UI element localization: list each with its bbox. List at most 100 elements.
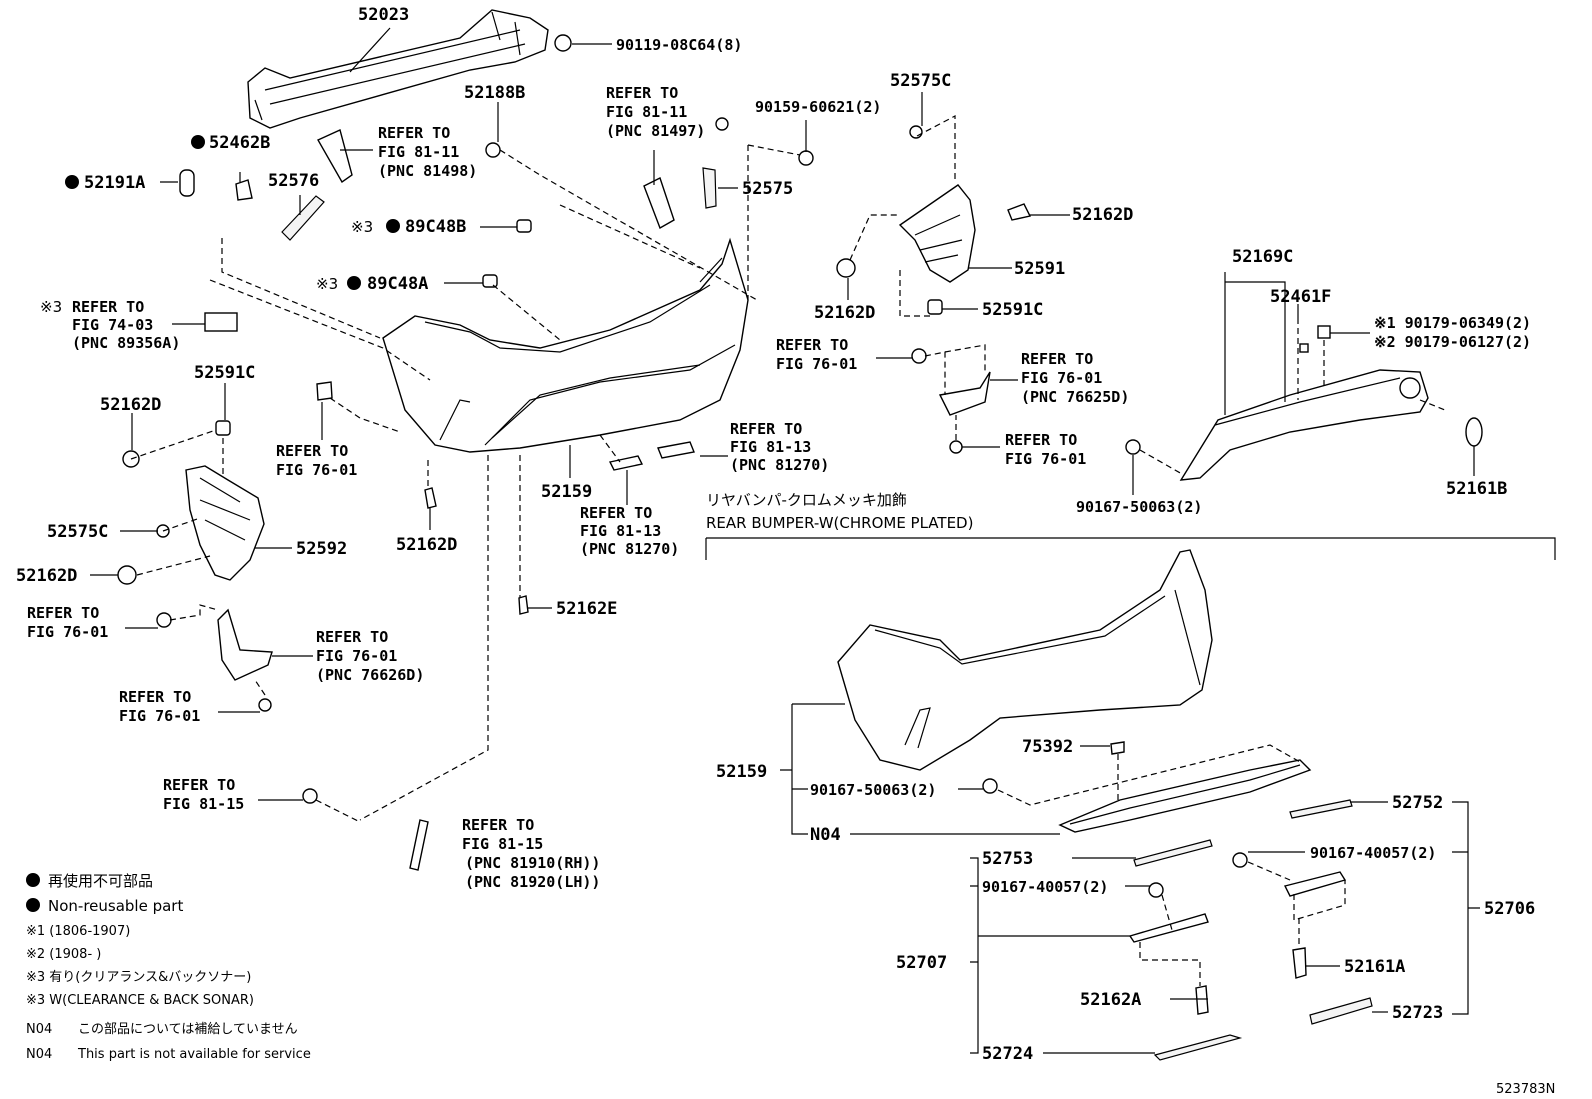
side-support-right-drawing — [1179, 325, 1483, 481]
label-89C48B: 89C48B — [405, 217, 466, 237]
label-89C48A: 89C48A — [367, 274, 428, 294]
ref-7601-r2-line1: REFER TO — [1005, 431, 1077, 449]
label-52576: 52576 — [268, 171, 319, 191]
label-52591C-r: 52591C — [982, 300, 1043, 320]
legend-dot-en — [26, 898, 40, 912]
ref-7601-r1-line2: FIG 76-01 — [776, 355, 857, 373]
label-52591C-l: 52591C — [194, 363, 255, 383]
part-labels: 52023 90119-08C64(8) 52188B 52462B 52191… — [16, 5, 1555, 1097]
ref-7601-b-line1: REFER TO — [27, 604, 99, 622]
label-52162D-c: 52162D — [396, 535, 457, 555]
label-52188B: 52188B — [464, 83, 525, 103]
ref-81497-line1: REFER TO — [606, 84, 678, 102]
legend-n04-code-jp: N04 — [26, 1022, 52, 1037]
ref-81270-b-line3: (PNC 81270) — [580, 540, 679, 558]
legend: 再使用不可部品 Non-reusable part ※1 (1806-1907)… — [26, 872, 311, 1062]
label-52162E: 52162E — [556, 599, 617, 619]
label-52023: 52023 — [358, 5, 409, 25]
ref-76625D-line2: FIG 76-01 — [1021, 369, 1102, 387]
non-reusable-dot — [191, 135, 205, 149]
ref-81270-a-line3: (PNC 81270) — [730, 456, 829, 474]
chrome-bumper-drawing — [837, 549, 1213, 771]
label-52575: 52575 — [742, 179, 793, 199]
ref-89356A-line1: REFER TO — [72, 298, 144, 316]
label-52162D-l2: 52162D — [16, 566, 77, 586]
legend-note-1: ※1 (1806-1907) — [26, 924, 130, 939]
leader-lines — [90, 27, 1556, 1054]
label-52575C-top: 52575C — [890, 71, 951, 91]
label-75392: 75392 — [1022, 737, 1073, 757]
ref-7601-b-line2: FIG 76-01 — [27, 623, 108, 641]
ref-8115-b-line4: (PNC 81920(LH)) — [465, 873, 600, 891]
ref-81498-line3: (PNC 81498) — [378, 162, 477, 180]
ref-8115-a-line1: REFER TO — [163, 776, 235, 794]
label-52162D-r1: 52162D — [1072, 205, 1133, 225]
ref-89356A-line2: FIG 74-03 — [72, 316, 153, 334]
non-reusable-dot — [386, 219, 400, 233]
label-52191A: 52191A — [84, 173, 145, 193]
label-52169C: 52169C — [1232, 247, 1293, 267]
label-52461F: 52461F — [1270, 287, 1331, 307]
ref-76626D-line1: REFER TO — [316, 628, 388, 646]
mark-3-89C48B: ※3 — [351, 218, 373, 236]
ref-81270-b-line2: FIG 81-13 — [580, 522, 661, 540]
ref-81270-a-line1: REFER TO — [730, 420, 802, 438]
label-52591: 52591 — [1014, 259, 1065, 279]
ref-89356A-line3: (PNC 89356A) — [72, 334, 180, 352]
label-52707: 52707 — [896, 953, 947, 973]
label-52706: 52706 — [1484, 899, 1535, 919]
label-52161B: 52161B — [1446, 479, 1507, 499]
ref-89356A-mark: ※3 — [40, 298, 62, 316]
ref-7601-a-line2: FIG 76-01 — [276, 461, 357, 479]
label-52159-top: 52159 — [541, 482, 592, 502]
small-parts-top-left — [179, 34, 572, 332]
ref-76626D-line3: (PNC 76626D) — [316, 666, 424, 684]
ref-76625D-line1: REFER TO — [1021, 350, 1093, 368]
label-52753: 52753 — [982, 849, 1033, 869]
ref-7601-r1-line1: REFER TO — [776, 336, 848, 354]
diagram-id: 523783N — [1496, 1082, 1555, 1097]
label-52162D-r2: 52162D — [814, 303, 875, 323]
label-90119: 90119-08C64(8) — [616, 36, 742, 54]
legend-n04-en: This part is not available for service — [77, 1047, 311, 1062]
ref-8115-a-line2: FIG 81-15 — [163, 795, 244, 813]
label-90167-40057-b: 90167-40057(2) — [982, 878, 1108, 896]
legend-nonreuse-en: Non-reusable part — [48, 897, 183, 915]
non-reusable-markers — [26, 135, 400, 912]
label-52724: 52724 — [982, 1044, 1033, 1064]
section-title-jp: リヤバンパ-クロムメッキ加飾 — [706, 491, 907, 509]
non-reusable-dot — [65, 175, 79, 189]
left-mudguard-drawing — [117, 381, 695, 871]
label-52162D-l1: 52162D — [100, 395, 161, 415]
legend-note-3-en: ※3 W(CLEARANCE & BACK SONAR) — [26, 993, 254, 1008]
ref-76625D-line3: (PNC 76625D) — [1021, 388, 1129, 406]
legend-note-2: ※2 (1908- ) — [26, 947, 101, 962]
legend-n04-code-en: N04 — [26, 1047, 52, 1062]
ref-76626D-line2: FIG 76-01 — [316, 647, 397, 665]
label-52723: 52723 — [1392, 1003, 1443, 1023]
reinforcement-beam-drawing — [247, 9, 549, 129]
mark-3-89C48A: ※3 — [316, 275, 338, 293]
ref-81270-a-line2: FIG 81-13 — [730, 438, 811, 456]
legend-n04-jp: この部品については補給していません — [78, 1022, 298, 1037]
label-52592: 52592 — [296, 539, 347, 559]
ref-7601-c-line1: REFER TO — [119, 688, 191, 706]
section-title-en: REAR BUMPER-W(CHROME PLATED) — [706, 514, 973, 532]
legend-note-3-jp: ※3 有り(クリアランス&バックソナー) — [26, 970, 251, 985]
ref-8115-b-line1: REFER TO — [462, 816, 534, 834]
ref-81270-b-line1: REFER TO — [580, 504, 652, 522]
ref-8115-b-line3: (PNC 81910(RH)) — [465, 854, 600, 872]
ref-81497-line2: FIG 81-11 — [606, 103, 687, 121]
label-52159-bottom: 52159 — [716, 762, 767, 782]
ref-81498-line1: REFER TO — [378, 124, 450, 142]
label-52462B: 52462B — [209, 133, 270, 153]
ref-8115-b-line2: FIG 81-15 — [462, 835, 543, 853]
ref-7601-c-line2: FIG 76-01 — [119, 707, 200, 725]
label-90167-50063-b: 90167-50063(2) — [810, 781, 936, 799]
label-90159: 90159-60621(2) — [755, 98, 881, 116]
chrome-garnish-drawing — [982, 741, 1373, 1061]
ref-7601-a-line1: REFER TO — [276, 442, 348, 460]
ref-81498-line2: FIG 81-11 — [378, 143, 459, 161]
center-brackets-drawing — [643, 117, 814, 230]
